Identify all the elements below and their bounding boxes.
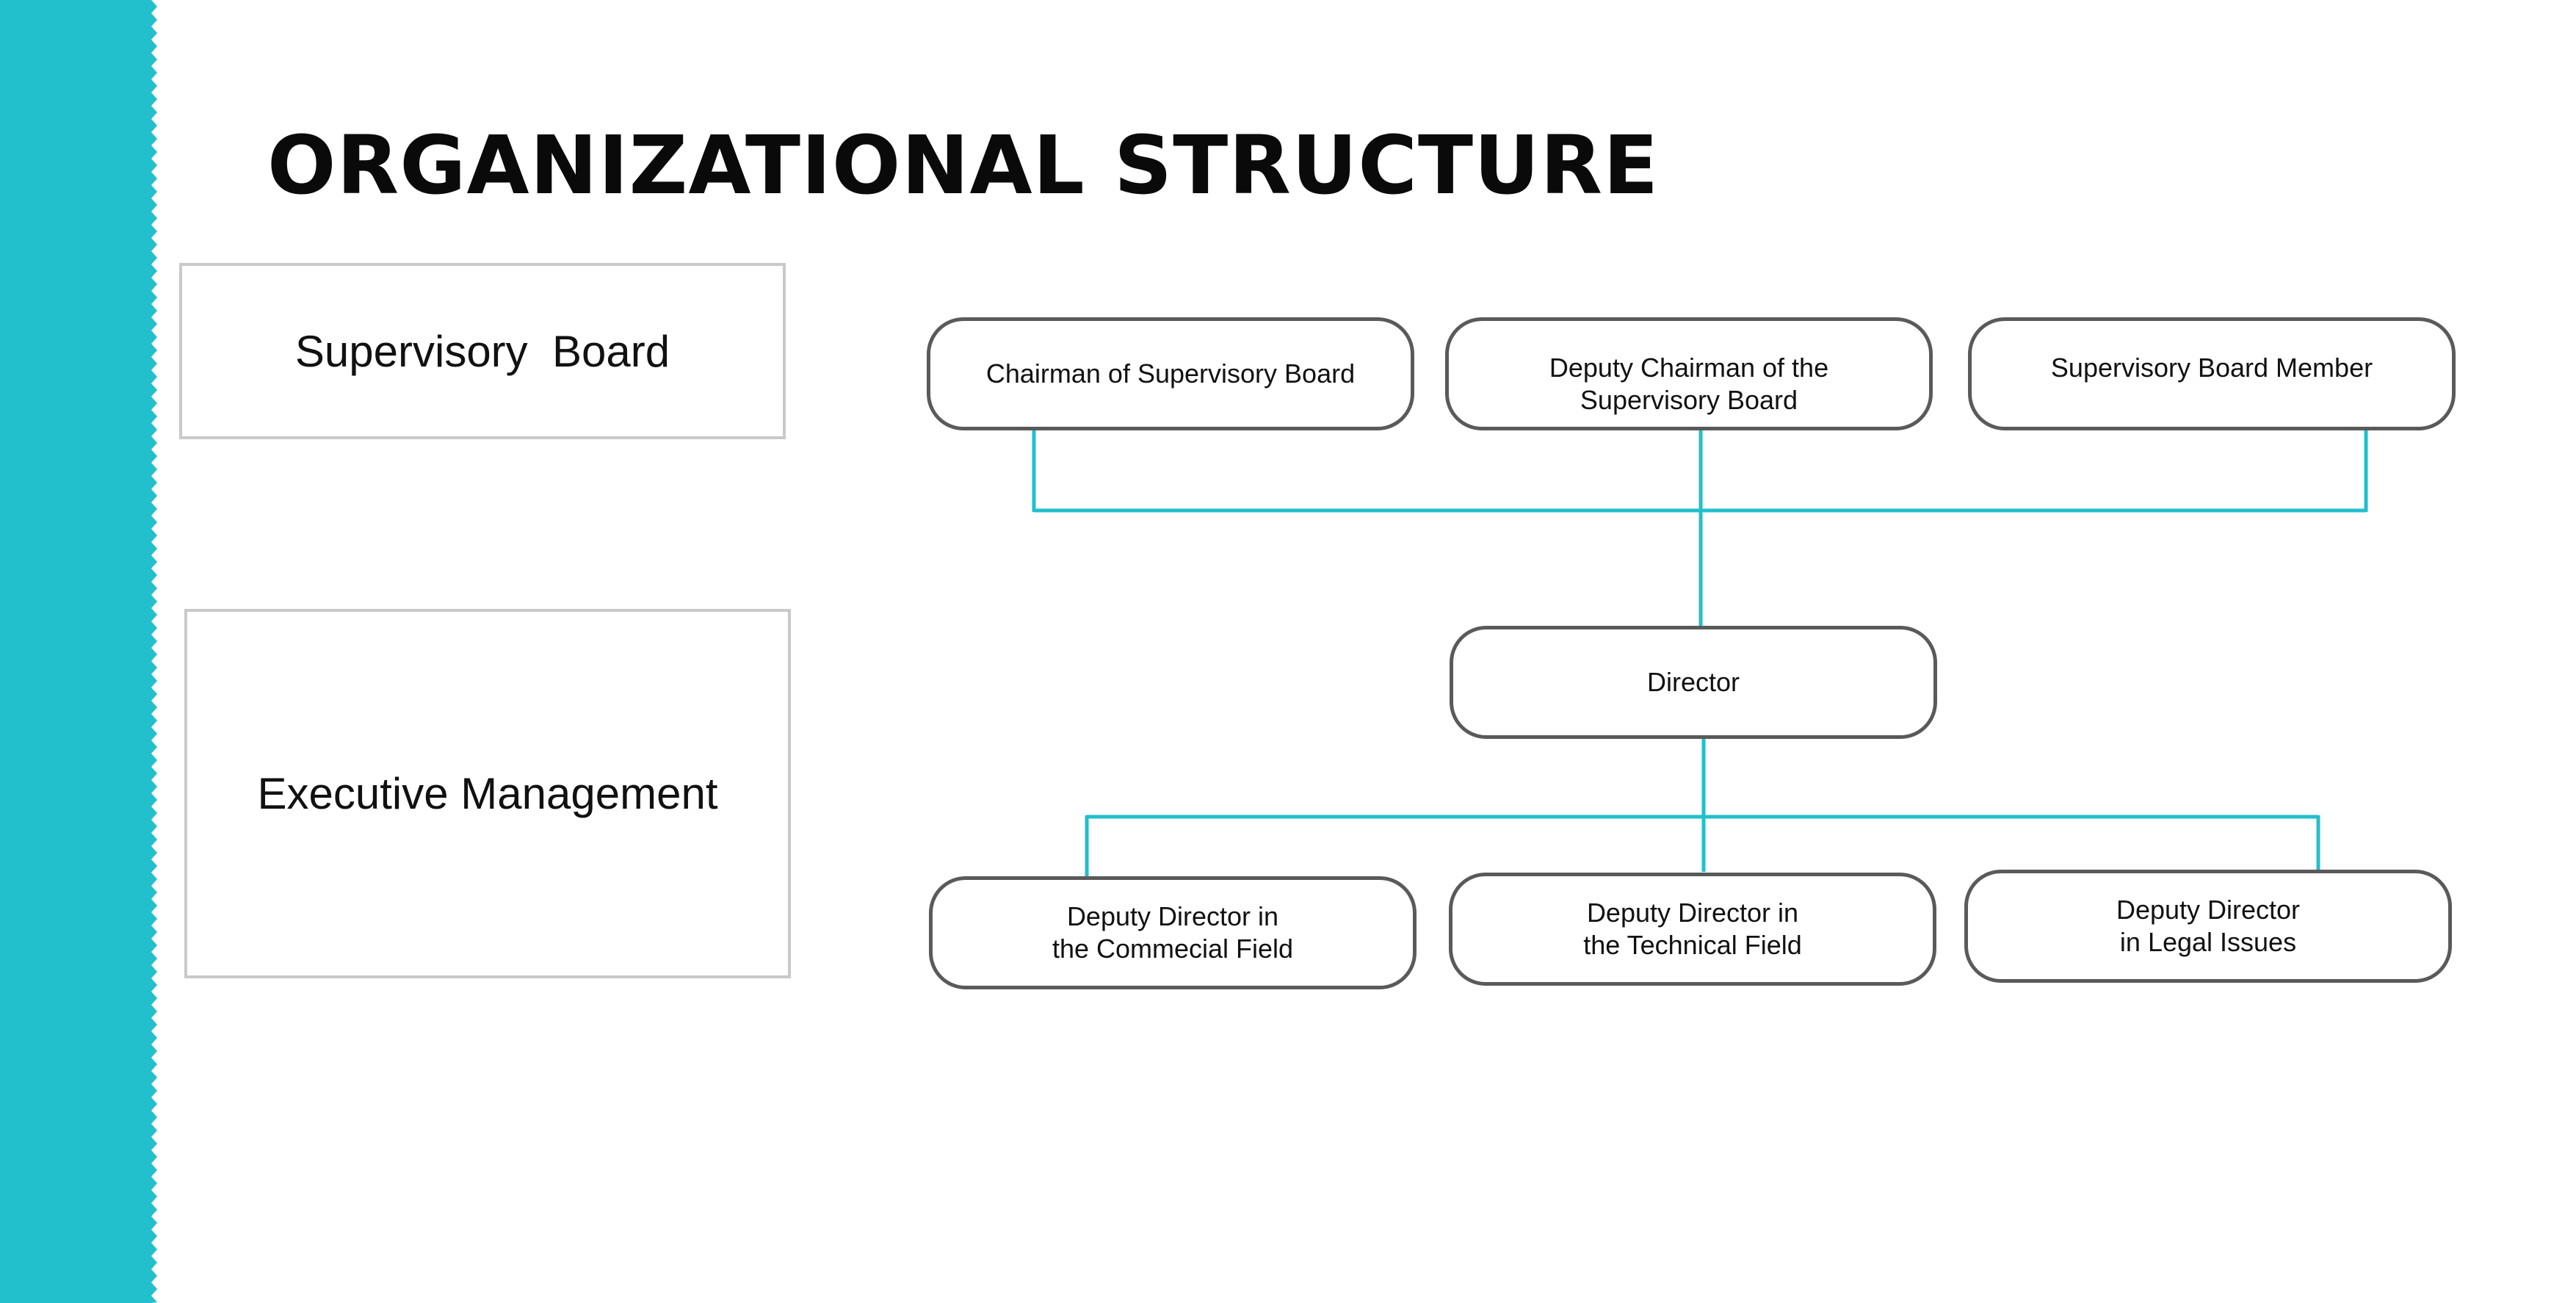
node-label: Director (1646, 667, 1740, 697)
node-supervisory-board-member: Supervisory Board Member (1968, 317, 2456, 430)
side-accent-strip (0, 0, 159, 1303)
node-label: Deputy Chairman of the Supervisory Board (1549, 353, 1829, 415)
node-label: Supervisory Board Member (2050, 353, 2373, 383)
section-label-text: Executive Management (257, 769, 718, 818)
section-label-text: Supervisory Board (294, 326, 670, 376)
node-label: Deputy Director in Legal Issues (2116, 895, 2301, 957)
section-label-supervisory-board: Supervisory Board (179, 263, 786, 439)
page-title: ORGANIZATIONAL STRUCTURE (267, 118, 1660, 212)
node-label: Chairman of Supervisory Board (985, 358, 1356, 389)
section-label-executive-management: Executive Management (184, 609, 791, 978)
zigzag-edge-decoration (0, 0, 157, 1303)
node-chairman-of-supervisory-board: Chairman of Supervisory Board (927, 317, 1414, 430)
node-director: Director (1450, 626, 1937, 739)
node-deputy-director-commercial: Deputy Director in the Commecial Field (929, 876, 1417, 989)
node-deputy-director-legal: Deputy Director in Legal Issues (1964, 870, 2452, 983)
node-deputy-chairman: Deputy Chairman of the Supervisory Board (1445, 317, 1933, 430)
node-deputy-director-technical: Deputy Director in the Technical Field (1449, 873, 1936, 986)
node-label: Deputy Director in the Commecial Field (1052, 901, 1294, 964)
node-label: Deputy Director in the Technical Field (1583, 898, 1802, 960)
